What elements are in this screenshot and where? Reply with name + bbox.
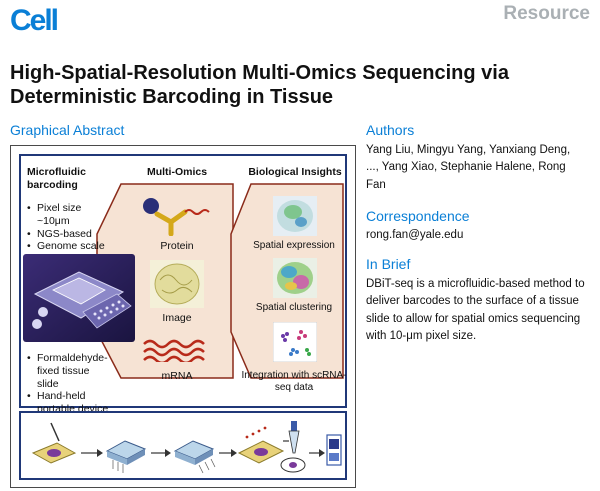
spatial-expression-map xyxy=(273,196,317,236)
bullet-genome: Genome scale xyxy=(27,240,107,253)
microfluidic-device-image xyxy=(23,254,135,342)
omics-image-label: Image xyxy=(162,312,192,324)
scrna-integration-plot xyxy=(273,322,317,362)
insight-spatial-clustering: Spatial clustering xyxy=(255,302,333,313)
correspondence-email[interactable]: rong.fan@yale.edu xyxy=(366,229,464,241)
section-label: Resource xyxy=(503,3,590,24)
graphical-abstract-heading: Graphical Abstract xyxy=(10,122,125,138)
bullet-ngs: NGS-based xyxy=(27,228,107,241)
antibody-icon xyxy=(143,198,210,236)
article-title: High-Spatial-Resolution Multi-Omics Sequ… xyxy=(10,62,509,109)
step-imaging xyxy=(237,426,285,464)
step-chip-2 xyxy=(173,440,216,474)
authors-list: Yang Liu, Mingyu Yang, Yanxiang Deng, ..… xyxy=(366,144,571,191)
bullet-fixed-tissue: Formaldehyde-fixed tissue slide xyxy=(27,352,113,390)
workflow-steps xyxy=(31,421,342,474)
graphical-abstract-frame: Microfluidic barcoding Pixel size ~10μm … xyxy=(10,145,356,488)
step-chip-1 xyxy=(105,440,147,473)
insights-title: Biological Insights xyxy=(248,166,342,178)
step-data-output xyxy=(326,434,342,466)
microfluidic-title: Microfluidic barcoding xyxy=(27,166,86,191)
spatial-clustering-map xyxy=(273,258,317,298)
device-bullets: Formaldehyde-fixed tissue slide Hand-hel… xyxy=(27,352,113,416)
correspondence-heading: Correspondence xyxy=(366,208,470,224)
in-brief-heading: In Brief xyxy=(366,256,411,272)
tissue-image-icon xyxy=(150,260,204,308)
microfluidic-bullets: Pixel size ~10μm NGS-based Genome scale xyxy=(27,202,107,253)
mrna-icon xyxy=(143,339,205,362)
bullet-pixel-size: Pixel size ~10μm xyxy=(27,202,107,228)
abstract-main-panel: Microfluidic barcoding Pixel size ~10μm … xyxy=(19,154,347,415)
in-brief-text: DBiT-seq is a microfluidic-based method … xyxy=(366,278,585,342)
cell-logo: Cell xyxy=(10,4,59,37)
multi-omics-title: Multi-Omics xyxy=(146,166,208,178)
insight-spatial-expression: Spatial expression xyxy=(253,240,335,251)
authors-heading: Authors xyxy=(366,122,415,138)
omics-mrna-label: mRNA xyxy=(161,370,193,382)
omics-protein-label: Protein xyxy=(160,240,194,252)
step-tissue-slide xyxy=(31,422,77,464)
insight-scrna-integration: Integration with scRNA-seq data xyxy=(241,370,347,393)
workflow-strip xyxy=(19,411,347,480)
step-library-tube xyxy=(280,421,306,473)
